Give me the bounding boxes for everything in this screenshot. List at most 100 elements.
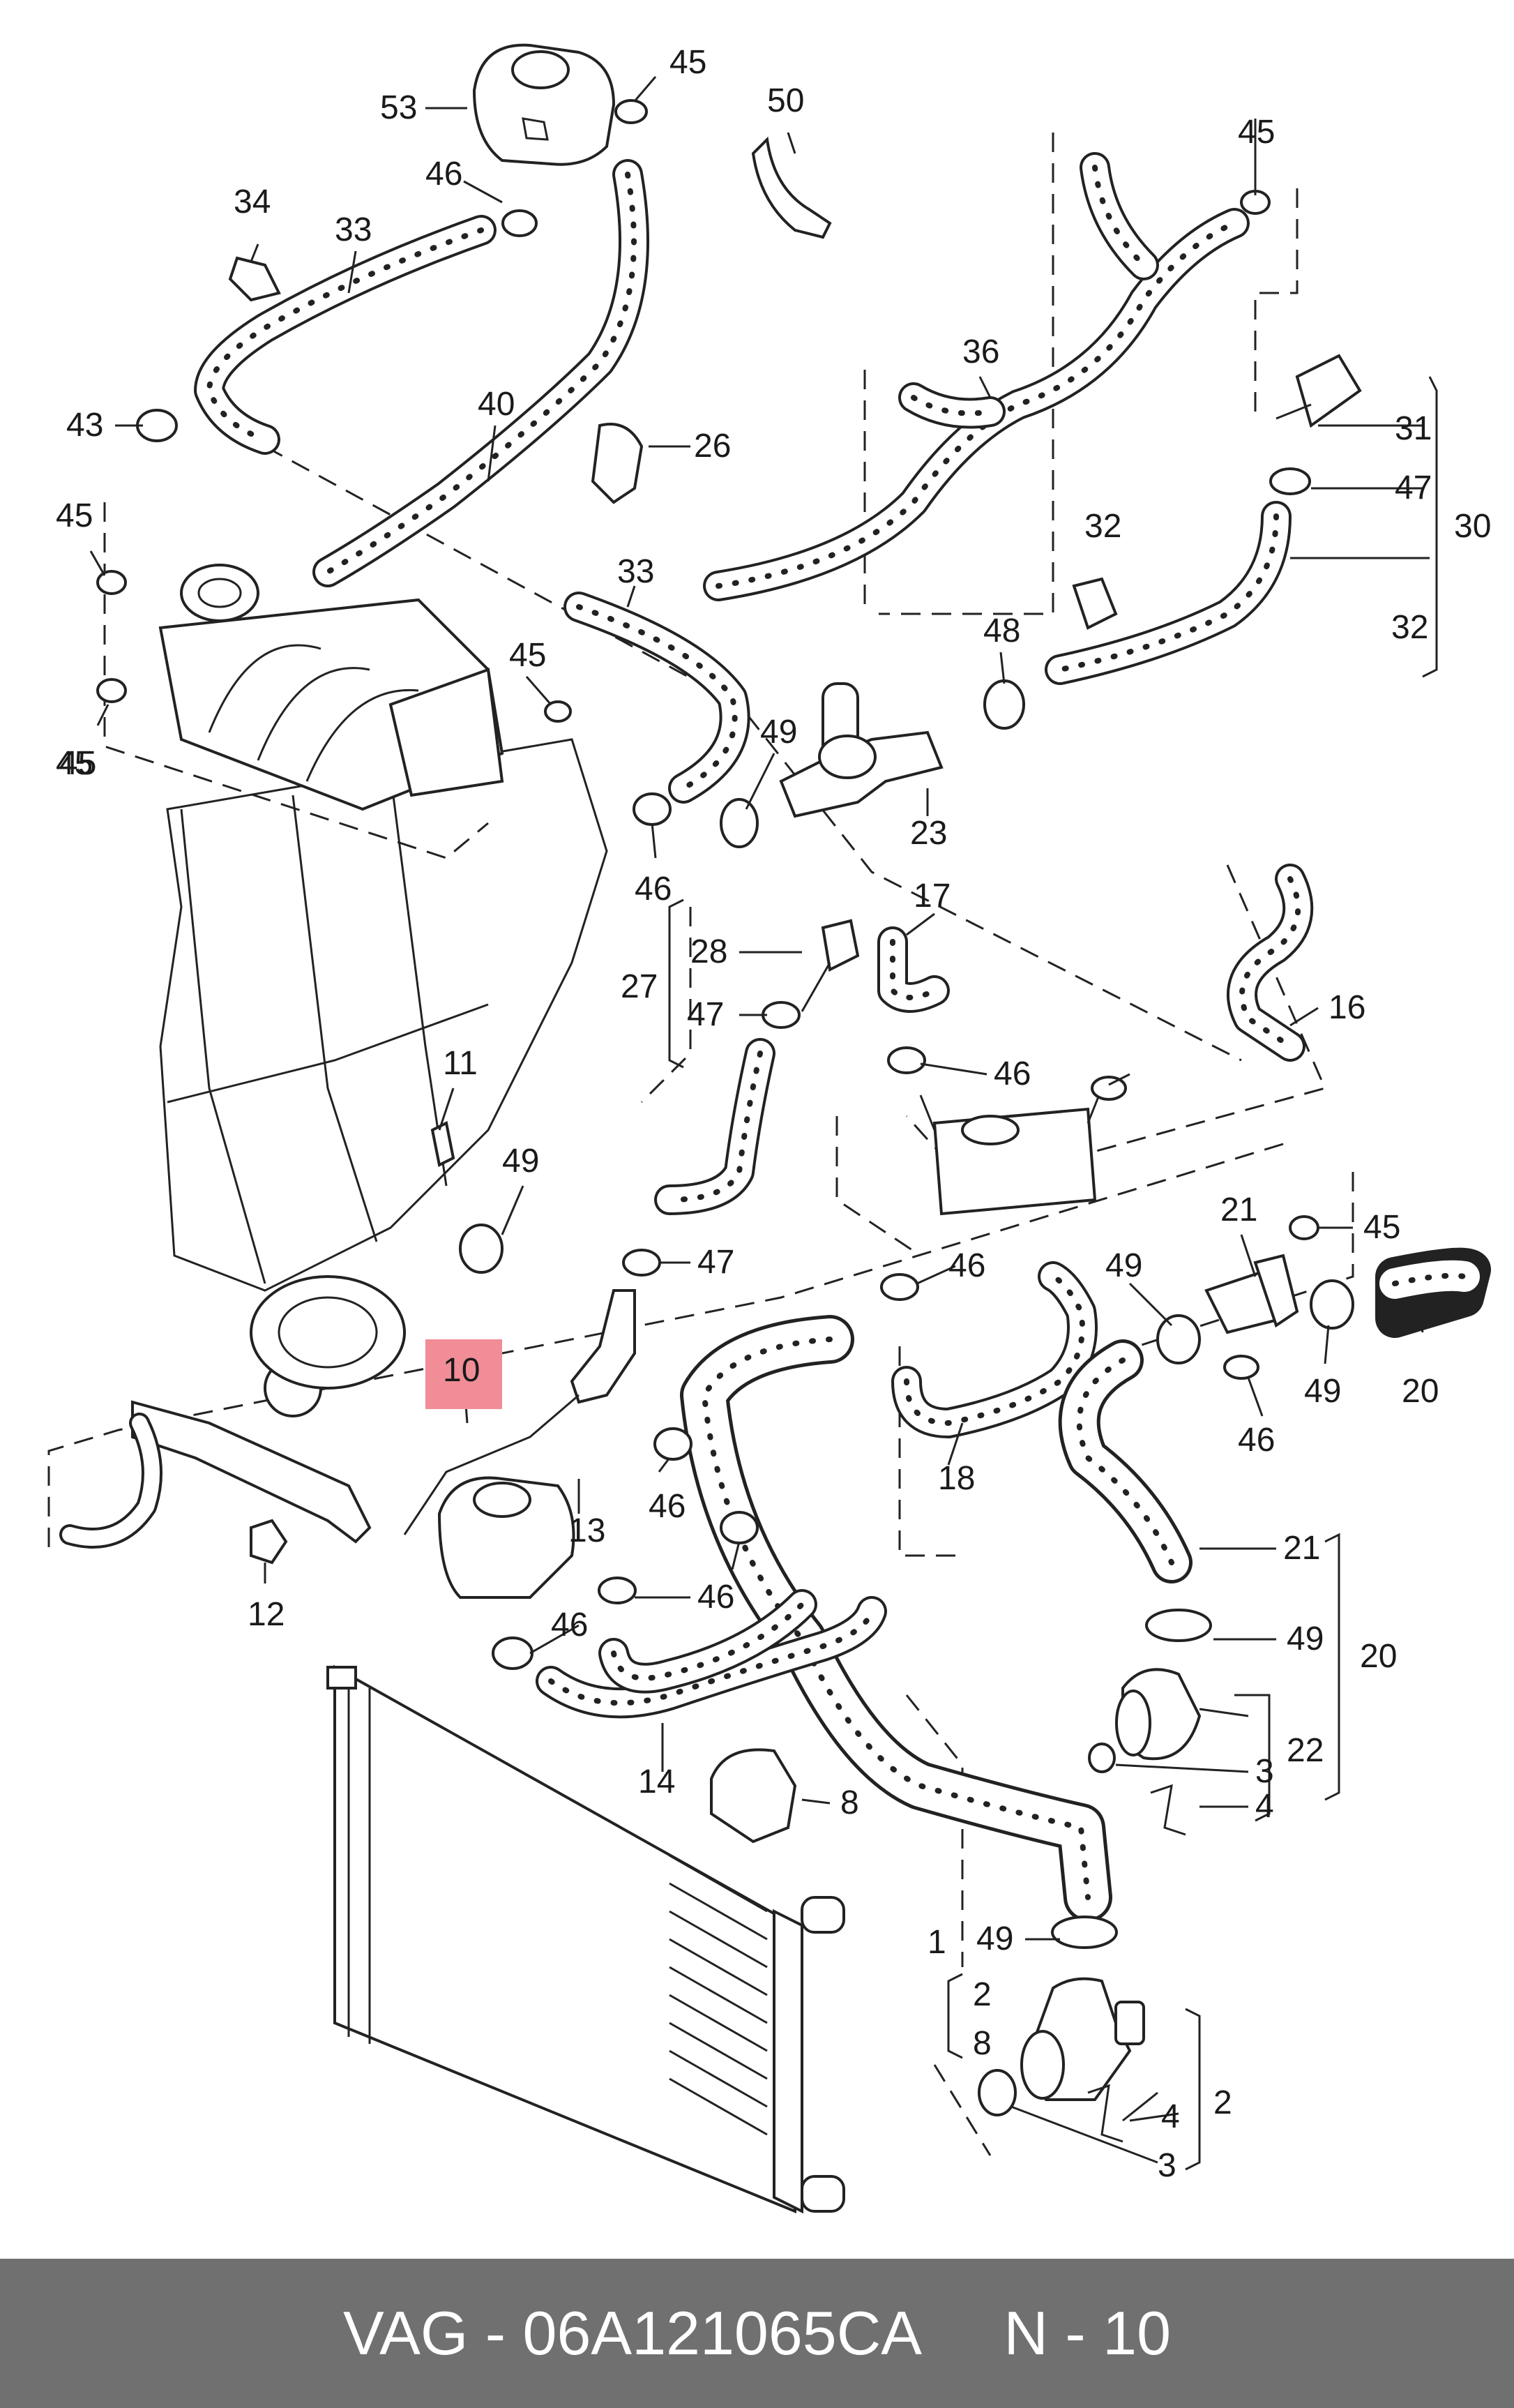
callout: 1 xyxy=(928,1924,946,1961)
callout: 43 xyxy=(66,407,103,444)
callout: 45 xyxy=(1363,1209,1400,1246)
hose-36 xyxy=(703,208,1250,601)
callout: 17 xyxy=(914,878,951,915)
callout: 27 xyxy=(621,968,658,1005)
hose-27 xyxy=(654,1038,775,1215)
callout: 18 xyxy=(938,1460,975,1497)
callout: 45 xyxy=(509,637,546,674)
callout: 4 xyxy=(1161,2098,1180,2135)
callout: 49 xyxy=(502,1143,539,1180)
callout: 46 xyxy=(635,871,672,908)
hose-14-branch xyxy=(598,1589,817,1694)
callout: 49 xyxy=(1287,1620,1324,1657)
callout: 46 xyxy=(697,1579,734,1616)
hose-40 xyxy=(312,159,649,587)
callout: 10 xyxy=(443,1352,480,1389)
callout: 12 xyxy=(248,1596,285,1633)
callout: 47 xyxy=(697,1244,734,1281)
radiator xyxy=(326,1664,845,2214)
callout: 45 xyxy=(56,497,93,534)
callout: 28 xyxy=(690,933,727,970)
callout: 32 xyxy=(1391,609,1428,646)
callout: 46 xyxy=(425,156,462,193)
o-ring-3-upper xyxy=(1088,1743,1116,1773)
hose-18 xyxy=(891,1261,1098,1438)
callout: 26 xyxy=(694,428,731,465)
expansion-tank xyxy=(472,43,616,166)
intake-manifold xyxy=(158,564,504,811)
hose-17 xyxy=(877,926,950,1013)
callouts: 53 45 50 46 34 33 45 43 40 26 45 45 36 3… xyxy=(56,44,1491,2184)
callout: 47 xyxy=(1395,469,1432,506)
callout: 2 xyxy=(1213,2084,1232,2121)
hose-20 xyxy=(1375,1247,1491,1338)
hose-upper-right-branch xyxy=(1080,152,1159,280)
callout: 3 xyxy=(1158,2147,1176,2184)
hose-36-branch xyxy=(898,382,1006,429)
coolant-reservoir-small xyxy=(437,1476,575,1599)
callout: 53 xyxy=(380,89,417,126)
callout: 45 xyxy=(669,44,706,81)
callout: 33 xyxy=(335,211,372,248)
pipe-47-lower xyxy=(403,1289,636,1535)
leader-lines xyxy=(89,76,1438,2171)
elbow-22 xyxy=(1115,1668,1202,1761)
callout: 46 xyxy=(1238,1422,1275,1459)
clip-4-lower xyxy=(1087,2084,1123,2143)
callout: 49 xyxy=(760,714,797,751)
callout: 23 xyxy=(910,815,947,852)
callout: 40 xyxy=(478,386,515,423)
callout: 46 xyxy=(649,1488,686,1525)
callout: 16 xyxy=(1328,989,1365,1026)
callout: 48 xyxy=(983,612,1020,649)
connector-31 xyxy=(1275,354,1362,428)
callout: 30 xyxy=(1454,508,1491,545)
footer-caption: VAG - 06A121065CA N - 10 xyxy=(0,2259,1514,2408)
callout: 13 xyxy=(568,1512,605,1549)
callout: 45 xyxy=(59,745,96,782)
callout: 46 xyxy=(994,1055,1031,1092)
callout: 20 xyxy=(1402,1373,1439,1410)
hose-21 xyxy=(1058,1339,1193,1583)
callout: 45 xyxy=(1238,114,1275,151)
callout: 50 xyxy=(767,82,804,119)
callout: 8 xyxy=(840,1784,859,1821)
bracket-8 xyxy=(710,1748,797,1844)
part-number-text: VAG - 06A121065CA xyxy=(342,2298,919,2368)
highlight-box-callout-10 xyxy=(425,1339,502,1409)
hose-32 xyxy=(1045,501,1292,685)
callout: 33 xyxy=(617,553,654,590)
callout: 21 xyxy=(1283,1530,1320,1567)
callout: 21 xyxy=(1220,1191,1257,1228)
callout: 46 xyxy=(551,1606,588,1643)
callout: 11 xyxy=(443,1045,478,1082)
callout: 4 xyxy=(1255,1788,1274,1825)
callout: 34 xyxy=(234,183,271,220)
hose-16 xyxy=(1227,864,1314,1062)
callout: 49 xyxy=(1304,1373,1341,1410)
callout: 8 xyxy=(973,2025,992,2062)
callout: 36 xyxy=(962,333,999,370)
hose-33-lower xyxy=(563,592,750,804)
callout: 22 xyxy=(1287,1732,1324,1769)
coolant-rail-pipe xyxy=(59,1400,372,1549)
callout: 3 xyxy=(1255,1753,1274,1790)
engine-block xyxy=(159,738,608,1417)
thermostat-housing-2 xyxy=(1020,1977,1145,2101)
hose-clamps xyxy=(96,99,1354,1949)
hose-14 xyxy=(536,1596,887,1719)
callout: 49 xyxy=(1105,1247,1142,1284)
callout: 31 xyxy=(1395,410,1432,447)
callout: 20 xyxy=(1360,1638,1397,1675)
o-ring-3-lower xyxy=(978,2069,1017,2116)
callout: 2 xyxy=(973,1976,992,2013)
clip-4-upper xyxy=(1150,1784,1186,1836)
page-text: N - 10 xyxy=(1004,2298,1172,2368)
callout: 47 xyxy=(687,996,724,1033)
callout: 46 xyxy=(948,1247,985,1284)
exploded-parts-diagram: 53 45 50 46 34 33 45 43 40 26 45 45 36 3… xyxy=(47,43,1491,2214)
callout: 32 xyxy=(1084,508,1121,545)
callout: 45 xyxy=(56,745,93,782)
oil-cooler xyxy=(919,1088,1103,1216)
hose-28 xyxy=(801,919,860,1012)
